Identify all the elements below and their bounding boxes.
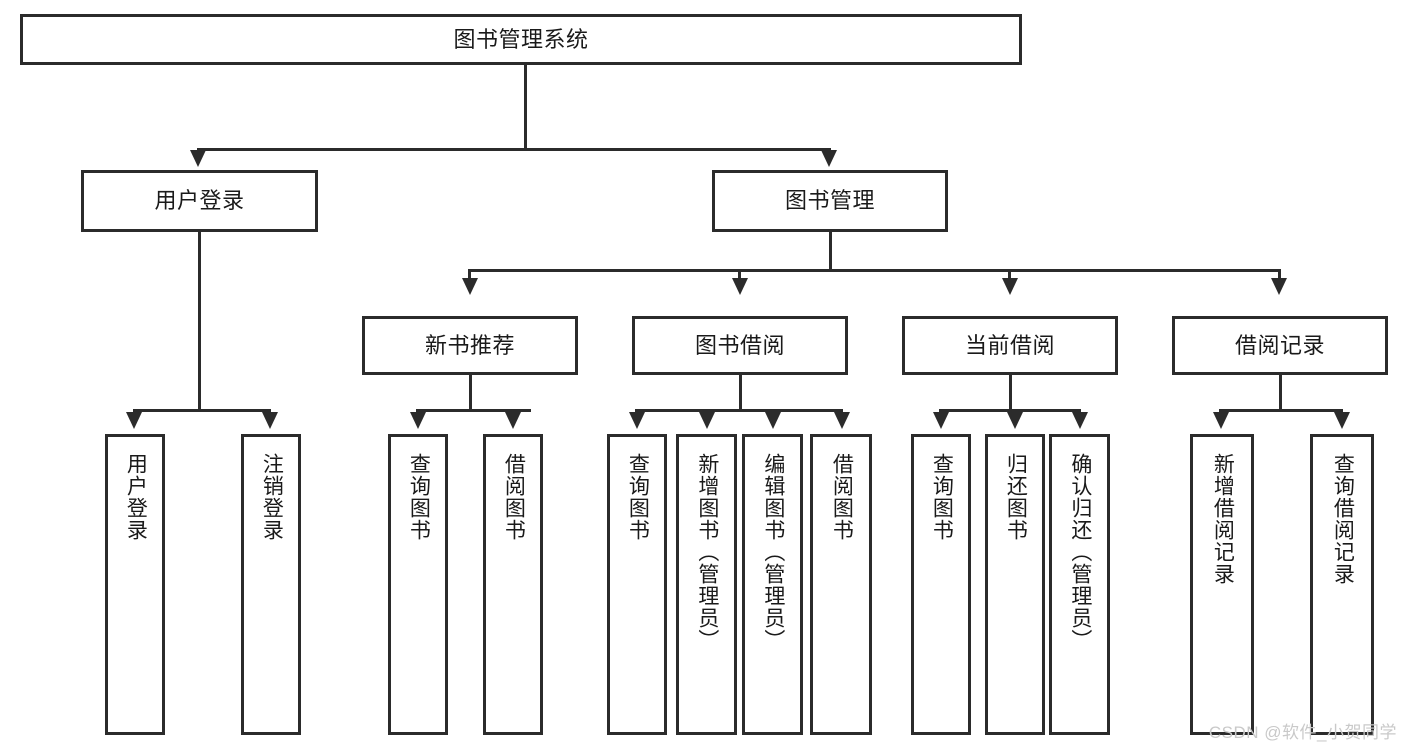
node-label: 用户登录 — [154, 188, 245, 214]
connector-current-borrow-bus — [939, 409, 1081, 412]
connector-borrow-record-stem — [1279, 375, 1282, 412]
connector-current-borrow-stem — [1009, 375, 1012, 412]
node-book-management[interactable]: 图书管理 — [712, 170, 948, 232]
node-leaf-confirm-return-admin[interactable]: 确认归还（管理员） — [1049, 434, 1110, 735]
node-leaf-borrow-book-2[interactable]: 借阅图书 — [810, 434, 872, 735]
connector-book-manage-drop-3 — [1008, 269, 1011, 279]
arrowhead-to-leaf-borrow-book-2 — [834, 412, 850, 429]
node-label: 当前借阅 — [964, 332, 1055, 358]
node-leaf-add-borrow-record[interactable]: 新增借阅记录 — [1190, 434, 1254, 735]
arrowhead-to-leaf-confirm-return — [1072, 412, 1088, 429]
node-user-login[interactable]: 用户登录 — [81, 170, 318, 232]
node-label: 新书推荐 — [424, 332, 515, 358]
node-leaf-borrow-book-1[interactable]: 借阅图书 — [483, 434, 543, 735]
arrowhead-to-leaf-query-record — [1334, 412, 1350, 429]
arrowhead-to-user-login — [190, 150, 206, 167]
connector-book-manage-drop-2 — [738, 269, 741, 279]
node-leaf-logout[interactable]: 注销登录 — [241, 434, 301, 735]
arrowhead-to-current-borrow — [1002, 278, 1018, 295]
node-current-borrowing[interactable]: 当前借阅 — [902, 316, 1118, 375]
arrowhead-to-leaf-add-record — [1213, 412, 1229, 429]
arrowhead-to-leaf-borrow-book-1 — [505, 412, 521, 429]
node-label: 注销登录 — [260, 453, 284, 541]
arrowhead-to-borrow-record — [1271, 278, 1287, 295]
arrowhead-to-leaf-logout — [262, 412, 278, 429]
connector-book-manage-drop-4 — [1278, 269, 1281, 279]
node-leaf-query-borrow-record[interactable]: 查询借阅记录 — [1310, 434, 1374, 735]
node-new-book-recommendation[interactable]: 新书推荐 — [362, 316, 578, 375]
connector-new-book-rec-stem — [469, 375, 472, 412]
node-label: 图书管理 — [784, 188, 875, 214]
node-label: 确认归还（管理员） — [1068, 453, 1092, 651]
node-borrowing-record[interactable]: 借阅记录 — [1172, 316, 1388, 375]
connector-book-borrow-stem — [739, 375, 742, 412]
arrowhead-to-new-book-rec — [462, 278, 478, 295]
connector-book-manage-bus — [468, 269, 1280, 272]
node-label: 查询图书 — [626, 453, 650, 541]
connector-user-login-stem — [198, 232, 201, 412]
node-label: 新增图书（管理员） — [695, 453, 719, 651]
node-root-book-management-system[interactable]: 图书管理系统 — [20, 14, 1022, 65]
node-label: 图书管理系统 — [453, 26, 589, 52]
node-leaf-user-login[interactable]: 用户登录 — [105, 434, 165, 735]
connector-book-manage-stem — [829, 232, 832, 272]
node-label: 借阅图书 — [830, 453, 854, 541]
node-leaf-add-book-admin[interactable]: 新增图书（管理员） — [676, 434, 737, 735]
arrowhead-to-leaf-edit-book — [765, 412, 781, 429]
connector-borrow-record-bus — [1219, 409, 1343, 412]
node-leaf-return-book[interactable]: 归还图书 — [985, 434, 1045, 735]
node-leaf-query-book-1[interactable]: 查询图书 — [388, 434, 448, 735]
node-label: 借阅图书 — [502, 453, 526, 541]
node-leaf-edit-book-admin[interactable]: 编辑图书（管理员） — [742, 434, 803, 735]
connector-new-book-rec-bus — [416, 409, 531, 412]
node-label: 查询图书 — [407, 453, 431, 541]
node-label: 用户登录 — [124, 453, 148, 541]
node-label: 借阅记录 — [1234, 332, 1325, 358]
connector-book-borrow-bus — [635, 409, 843, 412]
arrowhead-to-leaf-query-book-3 — [933, 412, 949, 429]
node-leaf-query-book-2[interactable]: 查询图书 — [607, 434, 667, 735]
node-label: 新增借阅记录 — [1211, 453, 1235, 585]
node-book-borrowing[interactable]: 图书借阅 — [632, 316, 848, 375]
node-label: 查询图书 — [930, 453, 954, 541]
node-label: 归还图书 — [1004, 453, 1028, 541]
arrowhead-to-leaf-query-book-1 — [410, 412, 426, 429]
arrowhead-to-book-manage — [821, 150, 837, 167]
connector-root-bus — [197, 148, 829, 151]
connector-book-manage-drop-1 — [468, 269, 471, 279]
node-leaf-query-book-3[interactable]: 查询图书 — [911, 434, 971, 735]
arrowhead-to-book-borrow — [732, 278, 748, 295]
arrowhead-to-leaf-user-login — [126, 412, 142, 429]
node-label: 查询借阅记录 — [1331, 453, 1355, 585]
arrowhead-to-leaf-add-book — [699, 412, 715, 429]
arrowhead-to-leaf-return-book — [1007, 412, 1023, 429]
node-label: 编辑图书（管理员） — [761, 453, 785, 651]
node-label: 图书借阅 — [694, 332, 785, 358]
connector-root-stem — [524, 65, 527, 150]
connector-user-login-bus — [133, 409, 271, 412]
arrowhead-to-leaf-query-book-2 — [629, 412, 645, 429]
csdn-watermark: CSDN @软件_小贺同学 — [1208, 723, 1397, 742]
